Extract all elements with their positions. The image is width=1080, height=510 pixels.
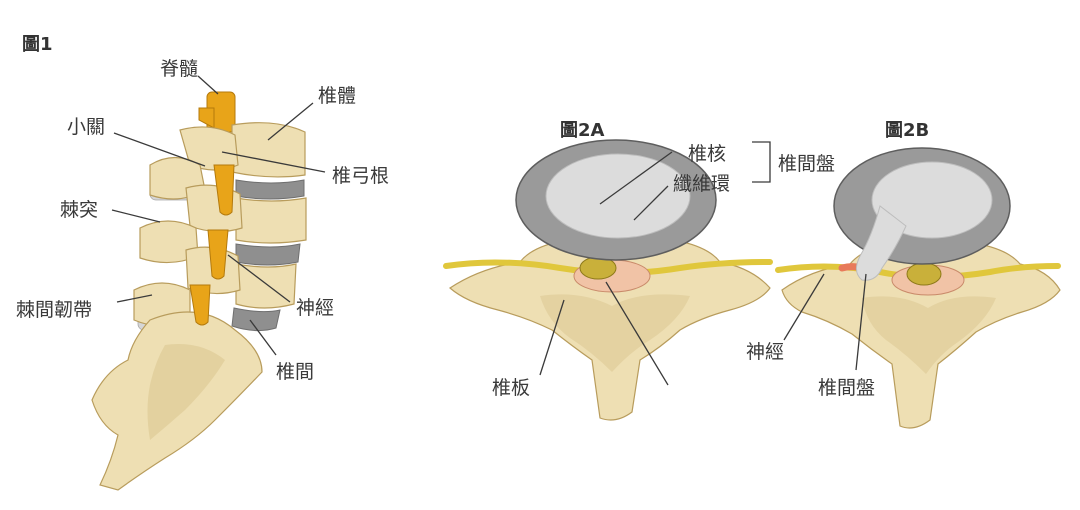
disc-side-1: [235, 179, 305, 200]
herniated-nucleus: [856, 205, 907, 281]
label-lamina: 椎板: [492, 377, 530, 399]
figure2a-title: 圖2A: [560, 120, 605, 141]
figure2b: 圖2B 神經 椎間盤: [746, 120, 1061, 429]
label-spinous-process: 棘突: [60, 199, 98, 221]
label-disc-2b: 椎間盤: [818, 377, 875, 399]
leader-vertebral-body: [267, 102, 314, 141]
leader-disc-2b: [855, 273, 867, 371]
vertebra-1: [149, 122, 306, 200]
nerve-roots: [189, 164, 235, 326]
spinal-cord-top: [198, 91, 236, 133]
arch-shading-2b: [862, 296, 996, 374]
arch-shading-2a: [540, 294, 690, 372]
disc-bracket: [752, 141, 771, 183]
label-vertebral-body: 椎體: [318, 85, 356, 107]
disc-side-3: [231, 307, 281, 332]
leader-facet-joint: [113, 132, 206, 167]
figure2a: 圖2A 椎核 纖維環 椎間盤 椎板: [443, 120, 835, 421]
label-pedicle: 椎弓根: [332, 165, 389, 187]
label-facet-joint: 小關: [67, 116, 105, 138]
leader-pedicle: [221, 151, 326, 173]
label-disc-2a: 椎間盤: [778, 153, 835, 175]
leader-nerve-2b: [783, 273, 825, 341]
leader-nerve: [227, 254, 291, 303]
leader-annulus: [633, 185, 669, 221]
label-nerve-2b: 神經: [746, 341, 784, 363]
label-interspinous-ligament: 棘間韌帶: [16, 299, 92, 321]
leader-nucleus: [599, 151, 673, 205]
disc-nucleus-2b: [871, 161, 993, 239]
sacrum-shading: [147, 344, 225, 440]
figure1-title: 圖1: [22, 34, 53, 55]
label-nerve: 神經: [296, 297, 334, 319]
label-intervertebral: 椎間: [276, 361, 314, 383]
leader-spinal-cord: [197, 75, 219, 95]
disc-side-2: [235, 243, 301, 266]
disc-nucleus-2a: [545, 153, 691, 239]
leader-interspinous-ligament: [116, 294, 153, 303]
figure2b-title: 圖2B: [885, 120, 929, 141]
figure1: 圖1: [16, 34, 389, 491]
leader-intervertebral: [249, 319, 277, 356]
cauda-equina-2b: [906, 262, 942, 286]
leader-canal-2a: [605, 281, 669, 386]
label-annulus: 纖維環: [673, 173, 730, 195]
leader-spinous-process: [111, 209, 161, 223]
label-nucleus: 椎核: [688, 143, 726, 165]
leader-lamina: [539, 299, 565, 376]
vertebra-2: [139, 184, 307, 264]
label-spinal-cord: 脊髓: [160, 58, 198, 80]
